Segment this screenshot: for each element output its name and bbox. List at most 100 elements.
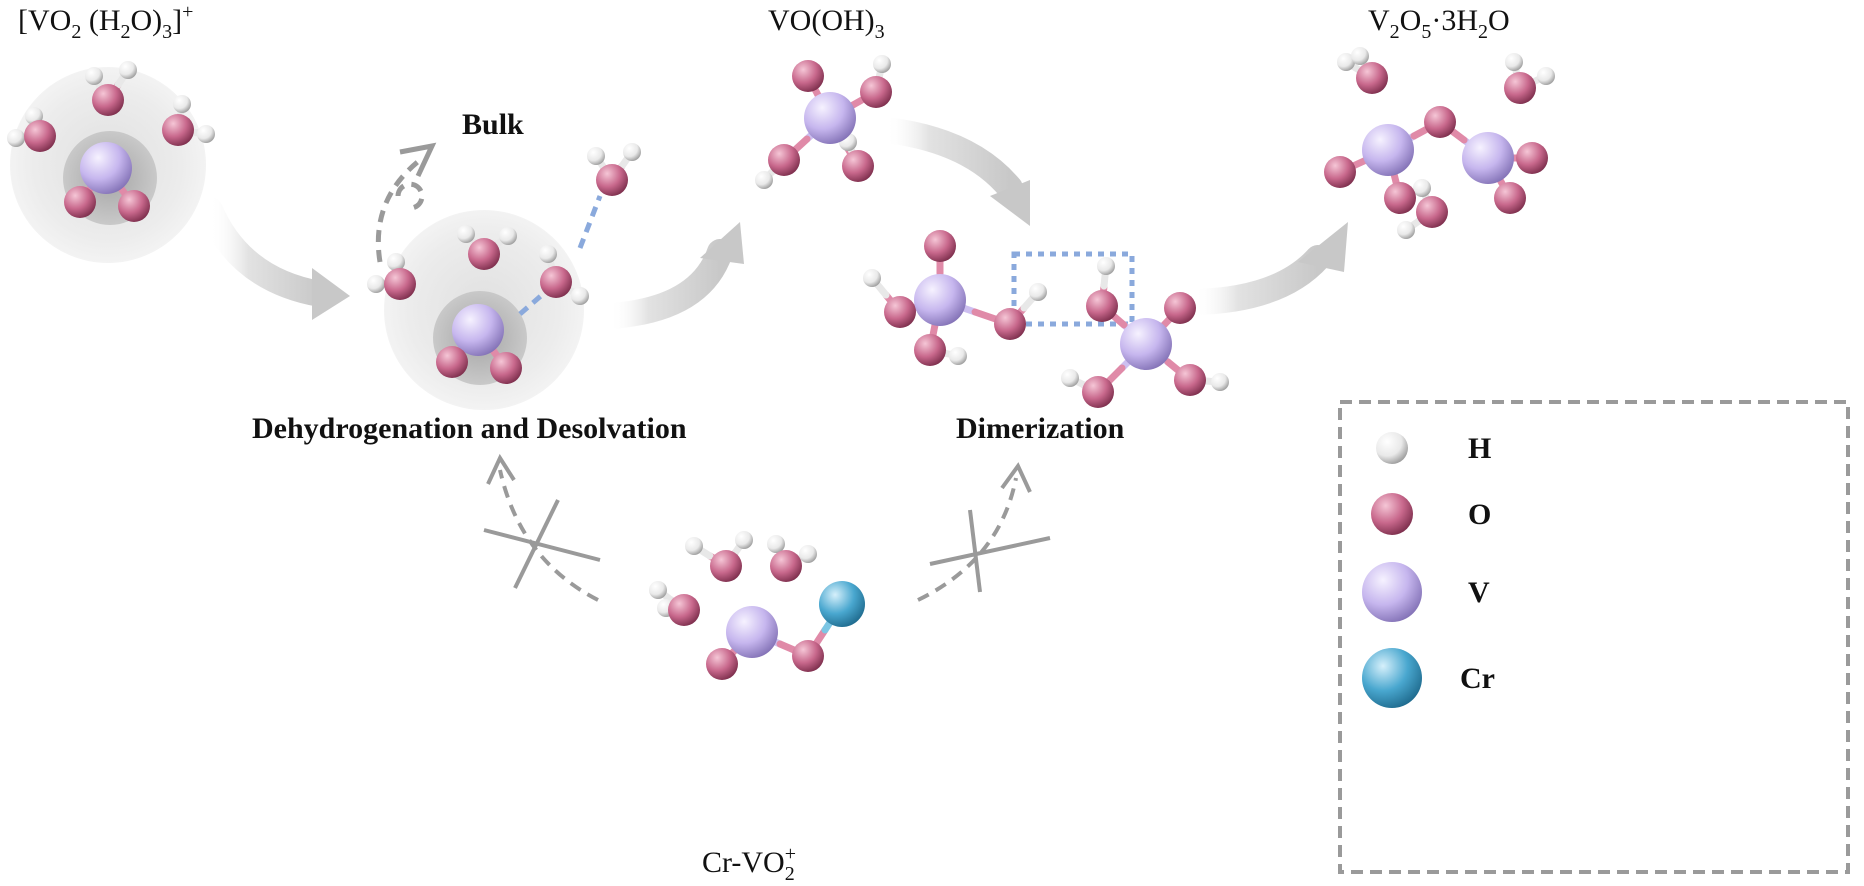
dimer-b-hydroxyl-hydrogen-atom [1097, 257, 1115, 275]
label-dimerization: Dimerization [956, 412, 1125, 445]
legend-swatch-h [1376, 432, 1408, 464]
cr-vanadium-atom [726, 606, 778, 658]
cr-oxygen-atom [706, 648, 738, 680]
blocked-arrow-dimerization [917, 462, 1051, 602]
reactant-water-3-hydrogen-atom [7, 129, 25, 147]
desolv-water-1-oxygen-atom [468, 238, 500, 270]
cr-water-1-hydrogen-atom [735, 531, 753, 549]
reactant-water-1-hydrogen-atom [85, 67, 103, 85]
product-oxygen-atom [1324, 156, 1356, 188]
desolv-water-2-hydrogen-atom [623, 143, 641, 161]
legend-label-v: V [1468, 576, 1490, 609]
cr-water-3-oxygen-atom [668, 594, 700, 626]
dimer-a-hydroxyl-hydrogen-atom [863, 269, 881, 287]
dimer-a-oxygen-atom [914, 334, 946, 366]
desolv-oxo-atom [490, 352, 522, 384]
hydrogen-bonds [518, 195, 603, 316]
desolv-water-2-oxygen-atom [596, 164, 628, 196]
arrow-reactant-to-desolvation [197, 197, 350, 320]
dimer-b-hydroxyl-hydrogen-atom [1211, 373, 1229, 391]
desolv-hydrogen-bond [518, 286, 552, 316]
reactant-water-2-oxygen-atom [162, 114, 194, 146]
legend-label-o: O [1468, 498, 1491, 531]
product-water-1-oxygen-atom [1356, 62, 1388, 94]
legend-label-h: H [1468, 432, 1491, 465]
dimer-b-oxygen-atom [1174, 364, 1206, 396]
dimer-b-vanadium-atom [1120, 318, 1172, 370]
vooh3-oxygen-atom [792, 60, 824, 92]
reactant-water-1-hydrogen-atom [119, 61, 137, 79]
desolv-leaving-water-oxygen-atom [384, 268, 416, 300]
product-oxygen-atom [1494, 182, 1526, 214]
desolv-water-3-hydrogen-atom [571, 287, 589, 305]
reactant-water-1-oxygen-atom [92, 84, 124, 116]
reactant-vanadium-atom [80, 142, 132, 194]
dimer-a-hydroxyl-hydrogen-atom [949, 347, 967, 365]
product-water-2-hydrogen-atom [1537, 67, 1555, 85]
cr-water-2-oxygen-atom [770, 550, 802, 582]
product-water-3-hydrogen-atom [1413, 179, 1431, 197]
desolv-water-2-hydrogen-atom [587, 147, 605, 165]
legend-item-v: V [1362, 562, 1490, 622]
legend-swatch-cr [1362, 648, 1422, 708]
bulk-release-arrow [375, 142, 437, 263]
cr-water-2-hydrogen-atom [767, 535, 785, 553]
legend-label-cr: Cr [1460, 662, 1495, 695]
blocked-arrow-desolvation [483, 453, 601, 602]
product-water-1-hydrogen-atom [1351, 47, 1369, 65]
legend-frame [1338, 400, 1850, 874]
formula-inhibitor: Cr-VO2+ [702, 843, 796, 885]
vooh3-oxygen-atom [860, 76, 892, 108]
product-vanadium-atom [1462, 132, 1514, 184]
dimer-b-hydroxyl-hydrogen-atom [1061, 369, 1079, 387]
desolv-water-1-hydrogen-atom [457, 225, 475, 243]
hydrogen-bond-highlight-box [1011, 251, 1135, 327]
reactant-water-2-hydrogen-atom [197, 125, 215, 143]
arrow-intermediate-to-dimer [873, 117, 1030, 226]
legend-swatch-v [1362, 562, 1422, 622]
cr-water-1-hydrogen-atom [685, 537, 703, 555]
product-oxygen-atom [1516, 142, 1548, 174]
desolv-water-3-oxygen-atom [540, 266, 572, 298]
dimer-a-oxygen-atom [884, 296, 916, 328]
legend-item-o: O [1371, 493, 1491, 535]
dimer-b-oxygen-atom [1082, 376, 1114, 408]
desolv-water-1-hydrogen-atom [499, 227, 517, 245]
vooh3-hydroxyl-hydrogen-atom [873, 55, 891, 73]
product-water-1-hydrogen-atom [1337, 53, 1355, 71]
product-water-3-hydrogen-atom [1397, 221, 1415, 239]
reactant-oxo-atom [118, 190, 150, 222]
dimer-b-oxygen-atom [1086, 290, 1118, 322]
vooh3-hydroxyl-hydrogen-atom [755, 171, 773, 189]
cr-oxygen-atom [792, 640, 824, 672]
label-dehydrogenation-desolvation: Dehydrogenation and Desolvation [252, 412, 687, 445]
dimer-a-vanadium-atom [914, 274, 966, 326]
legend-item-cr: Cr [1362, 648, 1495, 708]
legend-swatch-o [1371, 493, 1413, 535]
vooh3-oxygen-atom [842, 150, 874, 182]
product-water-3-oxygen-atom [1416, 196, 1448, 228]
product-vanadium-atom [1362, 124, 1414, 176]
label-bulk: Bulk [462, 108, 524, 141]
dimer-b-oxygen-atom [1164, 292, 1196, 324]
vooh3-vanadium-atom [804, 92, 856, 144]
product-oxygen-atom [1424, 106, 1456, 138]
cr-water-2-hydrogen-atom [799, 545, 817, 563]
formula-product: V2O5·3H2O [1368, 4, 1510, 43]
desolv-oxo-atom [436, 346, 468, 378]
legend: H O V Cr [1338, 400, 1850, 874]
desolv-vanadium-atom [452, 304, 504, 356]
product-water-2-oxygen-atom [1504, 72, 1536, 104]
formula-reactant: [VO2 (H2O)3]+ [18, 1, 193, 43]
dimer-a-oxygen-atom [994, 308, 1026, 340]
dimer-a-hydroxyl-hydrogen-atom [1029, 283, 1047, 301]
cr-chromium-atom [819, 581, 865, 627]
desolv-hydrogen-bond [577, 195, 603, 249]
desolv-leaving-water-hydrogen-atom [367, 275, 385, 293]
desolv-water-3-hydrogen-atom [539, 245, 557, 263]
desolv-leaving-water-hydrogen-atom [387, 253, 405, 271]
vooh3-oxygen-atom [768, 144, 800, 176]
legend-item-h: H [1376, 432, 1491, 465]
reactant-water-2-hydrogen-atom [173, 95, 191, 113]
